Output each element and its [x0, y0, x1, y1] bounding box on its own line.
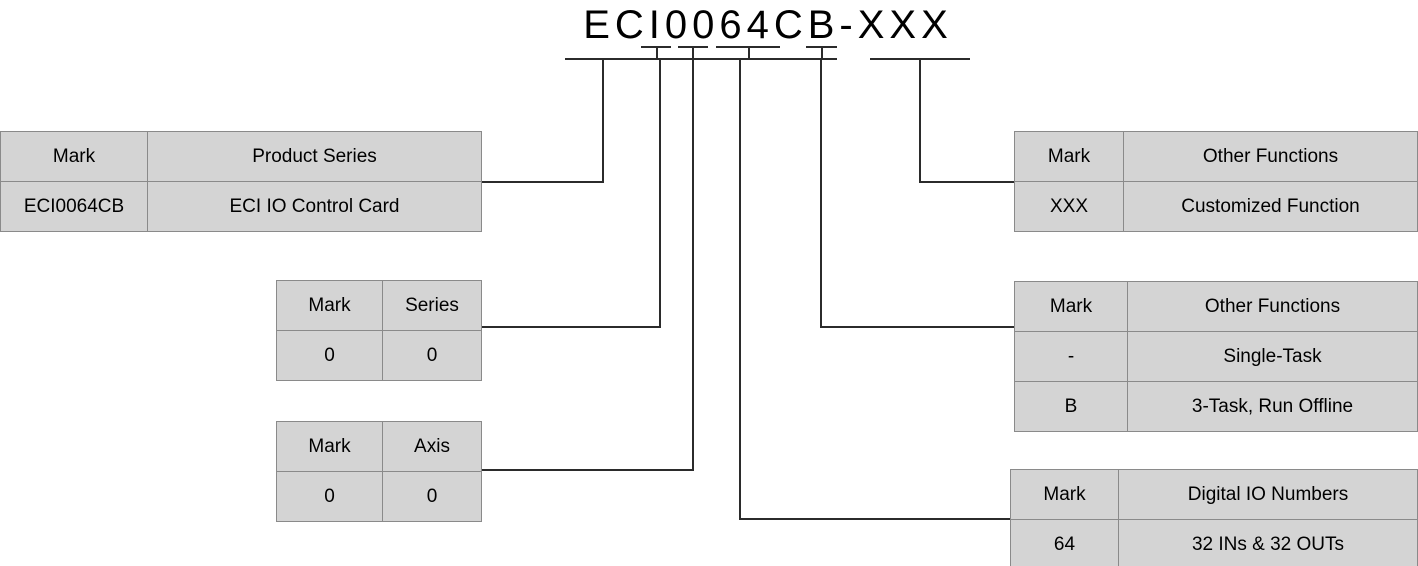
- cell-product-series-header-mark: Mark: [0, 131, 148, 182]
- table-row: Mark Other Functions: [1014, 281, 1418, 332]
- cell-task-header-desc: Other Functions: [1127, 281, 1418, 332]
- connector-product-series-vertical: [602, 58, 604, 182]
- table-row: Mark Other Functions: [1014, 131, 1418, 182]
- connector-series-vertical: [659, 58, 661, 327]
- table-row: 64 32 INs & 32 OUTs: [1010, 519, 1418, 566]
- connector-series-horizontal: [481, 326, 661, 328]
- table-row: XXX Customized Function: [1014, 181, 1418, 232]
- cell-customized-mark: XXX: [1014, 181, 1124, 232]
- table-row: 0 0: [276, 330, 482, 381]
- cell-task-desc-single: Single-Task: [1127, 331, 1418, 382]
- cell-axis-header-desc: Axis: [382, 421, 482, 472]
- cell-customized-header-desc: Other Functions: [1123, 131, 1418, 182]
- table-other-functions-customized: Mark Other Functions XXX Customized Func…: [1014, 131, 1418, 232]
- cell-digital-io-header-desc: Digital IO Numbers: [1118, 469, 1418, 520]
- connector-customized-horizontal: [919, 181, 1016, 183]
- connector-task-horizontal: [820, 326, 1015, 328]
- table-row: 0 0: [276, 471, 482, 522]
- cell-digital-io-desc: 32 INs & 32 OUTs: [1118, 519, 1418, 566]
- cell-series-header-desc: Series: [382, 280, 482, 331]
- connector-task-vertical: [820, 58, 822, 327]
- table-series: Mark Series 0 0: [276, 280, 482, 381]
- cell-series-mark: 0: [276, 330, 383, 381]
- cell-series-header-mark: Mark: [276, 280, 383, 331]
- table-row: Mark Series: [276, 280, 482, 331]
- cell-axis-value: 0: [382, 471, 482, 522]
- cell-digital-io-mark: 64: [1010, 519, 1119, 566]
- cell-customized-desc: Customized Function: [1123, 181, 1418, 232]
- bus-line-main: [565, 58, 837, 60]
- table-row: ECI0064CB ECI IO Control Card: [0, 181, 482, 232]
- cell-axis-header-mark: Mark: [276, 421, 383, 472]
- connector-axis-vertical: [692, 58, 694, 470]
- table-product-series: Mark Product Series ECI0064CB ECI IO Con…: [0, 131, 482, 232]
- table-row: - Single-Task: [1014, 331, 1418, 382]
- cell-customized-header-mark: Mark: [1014, 131, 1124, 182]
- stub-task: [821, 46, 823, 59]
- cell-digital-io-header-mark: Mark: [1010, 469, 1119, 520]
- cell-task-header-mark: Mark: [1014, 281, 1128, 332]
- stub-series: [656, 46, 658, 59]
- cell-axis-mark: 0: [276, 471, 383, 522]
- table-digital-io: Mark Digital IO Numbers 64 32 INs & 32 O…: [1010, 469, 1418, 566]
- connector-digital-io-horizontal: [739, 518, 1011, 520]
- table-axis: Mark Axis 0 0: [276, 421, 482, 522]
- cell-product-series-header-desc: Product Series: [147, 131, 482, 182]
- connector-digital-io-vertical: [739, 58, 741, 519]
- table-other-functions-task: Mark Other Functions - Single-Task B 3-T…: [1014, 281, 1418, 432]
- table-row: Mark Digital IO Numbers: [1010, 469, 1418, 520]
- connector-axis-horizontal: [481, 469, 694, 471]
- table-row: B 3-Task, Run Offline: [1014, 381, 1418, 432]
- cell-series-value: 0: [382, 330, 482, 381]
- part-number-heading: ECI0064CB-XXX: [583, 3, 953, 47]
- stub-io: [748, 46, 750, 59]
- connector-product-series-horizontal: [481, 181, 604, 183]
- cell-task-mark-b: B: [1014, 381, 1128, 432]
- table-row: Mark Axis: [276, 421, 482, 472]
- cell-task-desc-b: 3-Task, Run Offline: [1127, 381, 1418, 432]
- cell-product-series-mark: ECI0064CB: [0, 181, 148, 232]
- stub-axis: [692, 46, 694, 59]
- table-row: Mark Product Series: [0, 131, 482, 182]
- cell-task-mark-single: -: [1014, 331, 1128, 382]
- connector-customized-vertical: [919, 58, 921, 182]
- cell-product-series-desc: ECI IO Control Card: [147, 181, 482, 232]
